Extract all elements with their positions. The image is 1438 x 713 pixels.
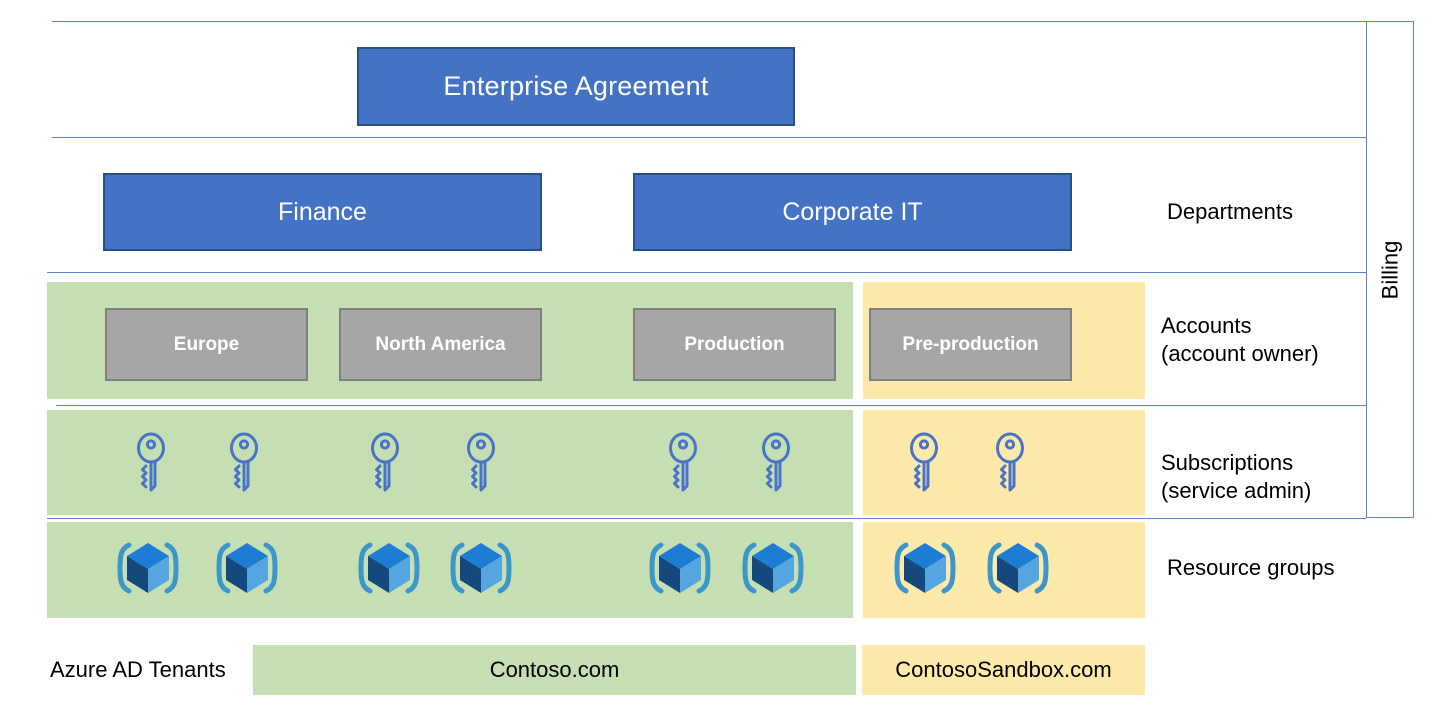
rule-line-below-enterprise-agreement <box>52 137 1366 138</box>
resource-group-cube-icon <box>742 542 804 594</box>
subscription-key-slot[interactable] <box>747 430 805 496</box>
subscription-key-slot[interactable] <box>654 430 712 496</box>
rule-line-below-subscriptions <box>47 518 1366 519</box>
account-box-production[interactable]: Production <box>633 308 836 381</box>
resource-group-slot[interactable] <box>982 535 1054 601</box>
subscription-key-slot[interactable] <box>452 430 510 496</box>
tenant-bar-contososandbox[interactable]: ContosoSandbox.com <box>862 645 1145 695</box>
row-label-accounts: Accounts (account owner) <box>1161 290 1361 390</box>
tenant-bar-contoso[interactable]: Contoso.com <box>253 645 856 695</box>
account-label: Production <box>684 333 785 355</box>
row-label-subscriptions: Subscriptions (service admin) <box>1161 427 1366 527</box>
row-label-line2: (account owner) <box>1161 341 1319 366</box>
green-region-subscriptions <box>47 410 853 515</box>
department-box-finance[interactable]: Finance <box>103 173 542 251</box>
row-label-departments: Departments <box>1167 173 1362 251</box>
rule-line-below-accounts <box>56 405 1366 406</box>
row-label-line1: Resource groups <box>1167 554 1335 580</box>
subscription-key-slot[interactable] <box>981 430 1039 496</box>
green-region-resource-groups <box>47 522 853 618</box>
resource-group-cube-icon <box>117 542 179 594</box>
key-icon <box>669 432 697 492</box>
key-icon <box>371 432 399 492</box>
account-label: North America <box>375 333 506 355</box>
resource-group-slot[interactable] <box>211 535 283 601</box>
key-icon <box>996 432 1024 492</box>
account-label: Pre-production <box>902 333 1039 355</box>
row-label-line2: (service admin) <box>1161 478 1312 503</box>
subscription-key-slot[interactable] <box>215 430 273 496</box>
subscription-key-slot[interactable] <box>122 430 180 496</box>
rule-line-top <box>52 21 1366 22</box>
enterprise-agreement-box[interactable]: Enterprise Agreement <box>357 47 795 126</box>
resource-group-cube-icon <box>987 542 1049 594</box>
account-box-europe[interactable]: Europe <box>105 308 308 381</box>
account-label: Europe <box>173 333 240 355</box>
row-label-line1: Departments <box>1167 198 1293 224</box>
department-box-corporate-it[interactable]: Corporate IT <box>633 173 1072 251</box>
resource-group-cube-icon <box>649 542 711 594</box>
resource-group-cube-icon <box>216 542 278 594</box>
resource-group-slot[interactable] <box>353 535 425 601</box>
resource-group-slot[interactable] <box>644 535 716 601</box>
azure-ad-tenants-caption: Azure AD Tenants <box>50 645 250 695</box>
row-label-line1: Subscriptions <box>1161 449 1294 475</box>
row-label-resource-groups: Resource groups <box>1167 538 1377 598</box>
department-label: Finance <box>278 197 367 226</box>
azure-ad-tenants-label: Azure AD Tenants <box>50 657 226 682</box>
resource-group-cube-icon <box>358 542 420 594</box>
yellow-region-subscriptions <box>863 410 1145 515</box>
billing-label: Billing <box>1377 240 1403 299</box>
resource-group-cube-icon <box>450 542 512 594</box>
resource-group-cube-icon <box>894 542 956 594</box>
key-icon <box>467 432 495 492</box>
account-box-pre-production[interactable]: Pre-production <box>869 308 1072 381</box>
rule-line-below-departments <box>47 272 1366 273</box>
department-label: Corporate IT <box>782 197 923 226</box>
subscription-key-slot[interactable] <box>356 430 414 496</box>
row-label-line1: Accounts <box>1161 312 1252 338</box>
billing-column: Billing <box>1366 21 1414 518</box>
account-box-north-america[interactable]: North America <box>339 308 542 381</box>
key-icon <box>137 432 165 492</box>
enterprise-agreement-label: Enterprise Agreement <box>443 71 709 101</box>
tenant-label: Contoso.com <box>489 657 620 682</box>
tenant-label: ContosoSandbox.com <box>895 657 1112 682</box>
resource-group-slot[interactable] <box>112 535 184 601</box>
key-icon <box>762 432 790 492</box>
resource-group-slot[interactable] <box>445 535 517 601</box>
subscription-key-slot[interactable] <box>895 430 953 496</box>
key-icon <box>910 432 938 492</box>
resource-group-slot[interactable] <box>889 535 961 601</box>
resource-group-slot[interactable] <box>737 535 809 601</box>
key-icon <box>230 432 258 492</box>
